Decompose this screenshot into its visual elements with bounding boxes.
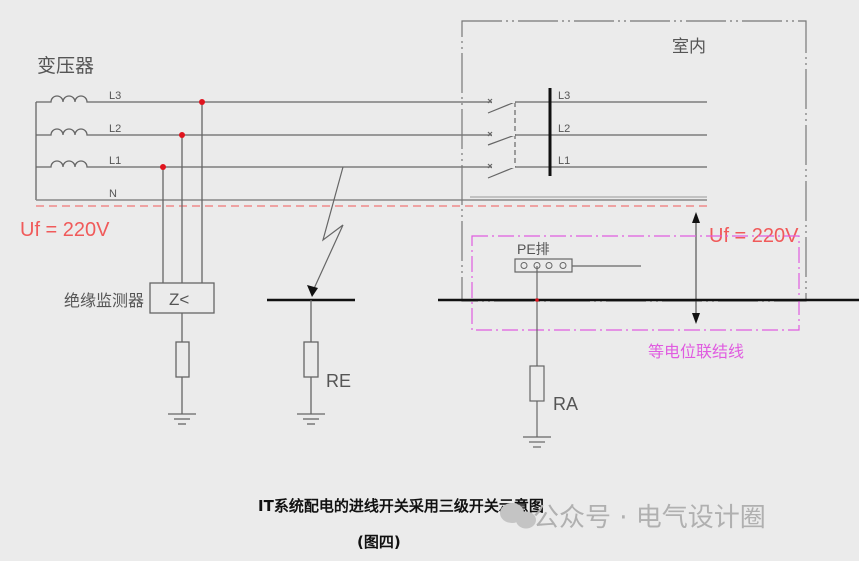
uf-left-label: Uf = 220V bbox=[20, 219, 110, 241]
line-l2 bbox=[36, 128, 707, 136]
pe-terminals bbox=[520, 262, 567, 269]
equipotential-label: 等电位联结线 bbox=[648, 342, 744, 361]
re-resistor bbox=[303, 341, 319, 378]
monitor-symbol: Z< bbox=[169, 290, 189, 309]
label-l3-left: L3 bbox=[109, 90, 121, 102]
pe-bar-box bbox=[514, 258, 573, 273]
diagram-title: IT系统配电的进线开关采用三级开关示意图 bbox=[258, 497, 544, 515]
label-l1-right: L1 bbox=[558, 155, 570, 167]
label-l2-right: L2 bbox=[558, 123, 570, 135]
pe-bar-label: PE排 bbox=[517, 241, 550, 257]
arrow-down-icon bbox=[692, 313, 700, 324]
label-l3-right: L3 bbox=[558, 90, 570, 102]
ground-icon bbox=[523, 436, 551, 448]
line-l1 bbox=[36, 160, 707, 168]
wechat-icon bbox=[500, 503, 536, 529]
junction-dot-l1 bbox=[160, 164, 166, 170]
ra-label: RA bbox=[553, 394, 578, 414]
junction-dot-l3 bbox=[199, 99, 205, 105]
indoor-label: 室内 bbox=[672, 37, 706, 57]
re-label: RE bbox=[326, 371, 351, 391]
label-l2-left: L2 bbox=[109, 123, 121, 135]
watermark-text: 公众号 · 电气设计圈 bbox=[533, 503, 766, 533]
junction-dot-ra bbox=[535, 298, 539, 302]
equipotential-boundary bbox=[471, 235, 800, 331]
transformer-coils bbox=[36, 95, 707, 168]
diagram-subtitle: (图四) bbox=[357, 533, 401, 551]
monitor-resistor bbox=[175, 341, 190, 378]
junction-dot-l2 bbox=[179, 132, 185, 138]
insulation-monitor-label: 绝缘监测器 bbox=[64, 291, 144, 310]
arrow-up-icon bbox=[692, 212, 700, 223]
uf-right-label: Uf = 220V bbox=[709, 225, 799, 247]
ra-resistor bbox=[529, 365, 545, 402]
ground-icon bbox=[297, 413, 325, 425]
line-l3 bbox=[36, 95, 707, 103]
indoor-boundary bbox=[461, 20, 807, 302]
label-l1-left: L1 bbox=[109, 155, 121, 167]
transformer-label: 变压器 bbox=[37, 55, 94, 77]
fault-arrow-head bbox=[307, 285, 318, 297]
ground-icon bbox=[168, 413, 196, 425]
fault-lightning-icon bbox=[311, 166, 344, 294]
label-n-left: N bbox=[109, 188, 117, 200]
